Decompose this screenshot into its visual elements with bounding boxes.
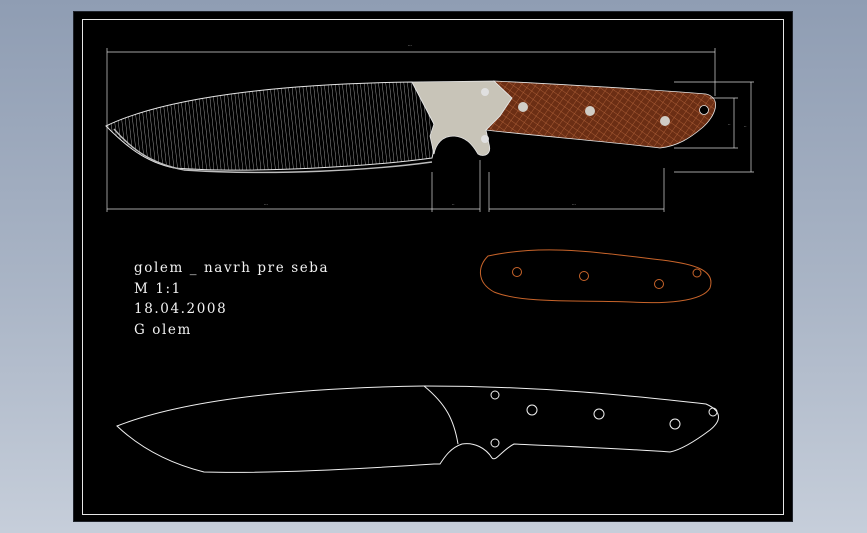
drawing-notes: golem _ navrh pre seba M 1:1 18.04.2008 … [134,258,329,340]
dim-blade: ··· [264,202,268,207]
dim-overall: ··· [408,43,412,48]
drawing-frame [82,19,784,515]
dim-handle-height: ·· [728,122,731,127]
dim-handle: ··· [572,202,576,207]
pin-3 [585,106,595,116]
knife-profile-outline [116,385,719,473]
drawing-author: G olem [134,321,192,338]
blade-edge-bevel [113,128,433,174]
plunge-line [423,385,459,445]
knife-top-view [105,80,716,174]
handle-scale-outline [480,249,712,304]
scale-outline-holes [512,267,702,289]
dimension-labels: ··· ··· ·· ··· ·· ·· [264,43,747,207]
drawing-sheet: ··· ··· ·· ··· ·· ·· golem _ navr [73,11,793,522]
pin-2 [518,102,528,112]
lanyard-hole [699,105,709,115]
pin-1 [481,88,489,96]
dim-total-height: ·· [744,124,747,129]
drawing-date: 18.04.2008 [134,301,228,317]
blade-shaded [105,81,436,171]
drawing-scale: M 1:1 [134,280,182,297]
dim-ricasso: ·· [452,202,455,207]
drawing-title: golem _ navrh pre seba [134,260,330,276]
pin-5 [481,135,489,143]
handle-scale [485,80,716,149]
pin-4 [660,116,670,126]
dimension-lines [106,48,754,212]
cad-drawing: ··· ··· ·· ··· ·· ·· [105,43,754,473]
